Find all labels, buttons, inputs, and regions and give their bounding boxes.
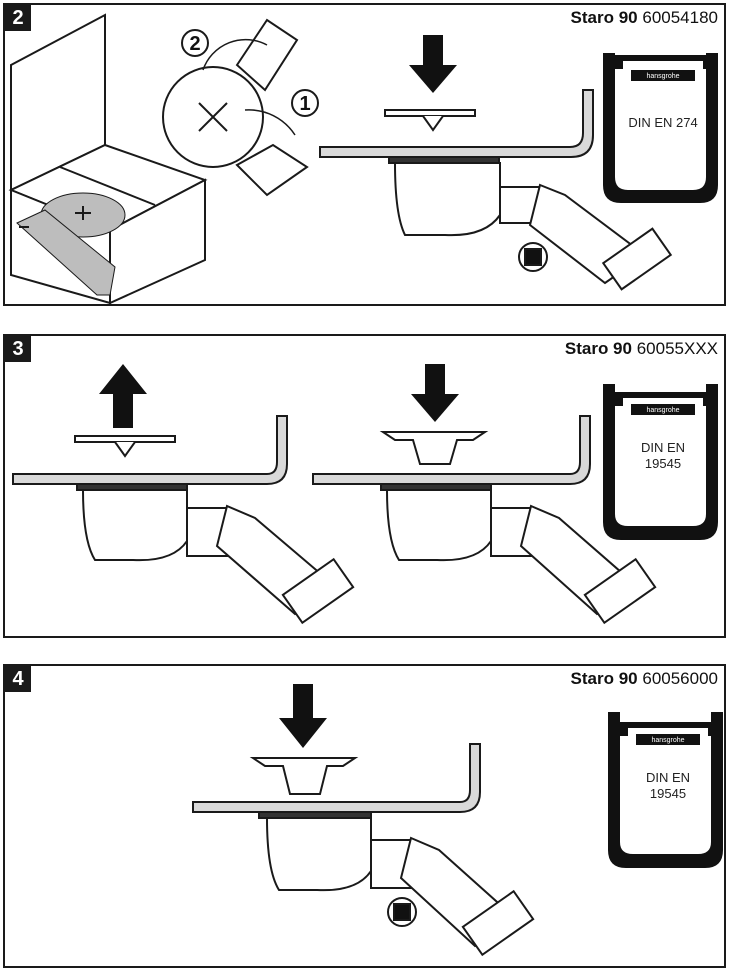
arrow-down-icon [279, 684, 327, 748]
step-panel-4: 4 Staro 90 60056000 hansgrohe DIN EN 195… [3, 664, 726, 968]
arrow-down-icon [409, 35, 457, 93]
drain-trap-icon [192, 743, 535, 957]
certification-mark-icon: hansgrohe DIN EN 274 [603, 53, 718, 203]
arrow-up-icon [99, 364, 147, 428]
callout-2: 2 [181, 29, 209, 57]
drain-trap-icon [12, 415, 355, 625]
step-number: 2 [5, 5, 31, 31]
svg-text:2: 2 [189, 33, 200, 55]
step-panel-2: 2 Staro 90 60054180 [3, 3, 726, 306]
step-number: 4 [5, 666, 31, 692]
product-title: Staro 90 60056000 [571, 669, 718, 689]
product-code: 60055XXX [636, 339, 718, 358]
certification-mark-icon: hansgrohe DIN EN 19545 [603, 384, 718, 540]
drain-trap-icon [319, 89, 673, 291]
certification-mark-icon: hansgrohe DIN EN 19545 [608, 712, 723, 868]
step-3-illustration: hansgrohe DIN EN 19545 [12, 364, 718, 625]
product-title: Staro 90 60055XXX [565, 339, 718, 359]
product-brand: Staro 90 [564, 339, 632, 358]
arrow-down-icon [411, 364, 459, 422]
svg-text:19545: 19545 [650, 786, 686, 801]
svg-text:DIN EN: DIN EN [646, 770, 690, 785]
svg-text:19545: 19545 [645, 456, 681, 471]
step-number: 3 [5, 336, 31, 362]
step-2-illustration: 2 1 hansgrohe D [8, 13, 718, 304]
svg-text:hansgrohe: hansgrohe [651, 737, 684, 744]
product-title: Staro 90 60054180 [571, 8, 718, 28]
product-brand: Staro 90 [570, 8, 638, 27]
product-code: 60054180 [642, 8, 718, 27]
seal-cut-icon [162, 18, 309, 197]
svg-text:hansgrohe: hansgrohe [646, 407, 679, 414]
svg-text:DIN EN: DIN EN [641, 440, 685, 455]
product-brand: Staro 90 [570, 669, 638, 688]
step-panel-3: 3 Staro 90 60055XXX [3, 334, 726, 638]
drain-trap-icon [312, 415, 657, 625]
product-code: 60056000 [642, 669, 718, 688]
svg-text:hansgrohe: hansgrohe [646, 73, 679, 80]
svg-text:1: 1 [299, 93, 310, 115]
callout-1: 1 [291, 89, 319, 117]
svg-text:DIN EN 274: DIN EN 274 [628, 115, 697, 130]
shower-tray-box-icon [8, 13, 208, 304]
step-4-illustration: hansgrohe DIN EN 19545 [192, 684, 723, 957]
